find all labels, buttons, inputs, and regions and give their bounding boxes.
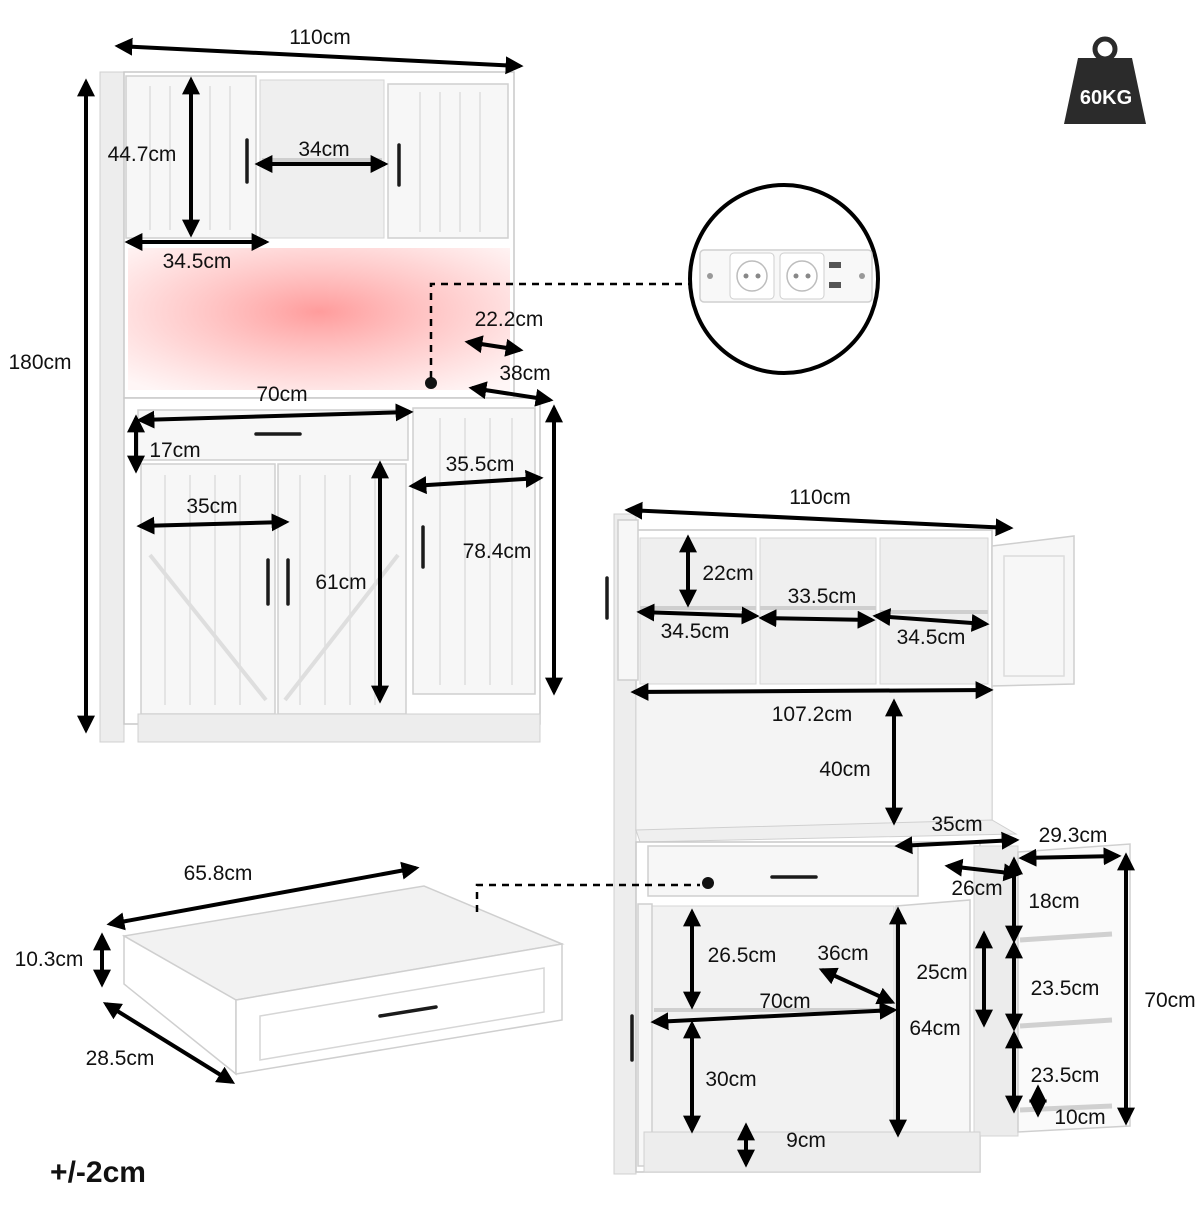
led-glow-area <box>128 248 510 390</box>
side-inner-depth-label: 26cm <box>951 877 1002 900</box>
tolerance-note: +/-2cm <box>50 1156 146 1189</box>
drawer-handle <box>378 1005 438 1018</box>
side-top-shelf-label: 18cm <box>1028 890 1079 913</box>
side-cabinet-height-label: 78.4cm <box>463 540 532 563</box>
socket-1 <box>729 252 775 300</box>
drawer-width-label: 65.8cm <box>184 862 253 885</box>
lower-inner-height-label: 64cm <box>909 1017 960 1040</box>
socket-leader-line <box>429 282 690 378</box>
front-cabinet <box>99 71 541 743</box>
lower-door-width-label: 35cm <box>186 495 237 518</box>
left-shelf-width-label: 34.5cm <box>661 620 730 643</box>
side-middle-height-label: 25cm <box>916 961 967 984</box>
upper-door-height-label: 44.7cm <box>108 143 177 166</box>
front-width-label: 110cm <box>289 26 350 49</box>
socket-offset-label: 22.2cm <box>475 308 544 331</box>
lower-left-door <box>140 463 276 715</box>
door-rack-upper-label: 23.5cm <box>1031 977 1100 1000</box>
hutch-opening-height-label: 40cm <box>819 758 870 781</box>
socket-2 <box>779 252 825 300</box>
open-upper-right-door <box>991 535 1075 687</box>
base-height-label: 9cm <box>786 1129 826 1152</box>
dimension-arrows <box>77 37 1135 1168</box>
open-shelf-width-label: 34cm <box>298 138 349 161</box>
usb-port-2 <box>829 282 841 288</box>
lower-bottom-height-label: 30cm <box>705 1068 756 1091</box>
front-height-label: 180cm <box>8 351 71 374</box>
counter-width-label: 70cm <box>256 383 307 406</box>
side-tall-door <box>412 407 536 695</box>
drawer-height-label: 17cm <box>149 439 200 462</box>
lower-inner-width-label: 70cm <box>759 990 810 1013</box>
drawer-socket-leader <box>475 883 700 912</box>
upper-shelf-height-label: 22cm <box>702 562 753 585</box>
side-door-width-label-open: 29.3cm <box>1039 824 1108 847</box>
right-shelf-width-label: 34.5cm <box>897 626 966 649</box>
open-plinth <box>643 1131 981 1173</box>
counter-depth-label: 35cm <box>931 813 982 836</box>
hutch-open-area <box>635 689 993 831</box>
drawer-depth-label: 28.5cm <box>86 1047 155 1070</box>
open-drawer <box>647 845 919 897</box>
lower-door-height-label: 61cm <box>315 571 366 594</box>
cubby-middle <box>759 537 877 685</box>
rack-bottom-gap-label: 10cm <box>1054 1106 1105 1129</box>
upper-door-width-label: 34.5cm <box>163 250 232 273</box>
hutch-inner-width-label: 107.2cm <box>772 703 853 726</box>
open-cabinet <box>605 513 1131 1175</box>
open-lower-left-door <box>637 903 653 1167</box>
drawer-front <box>235 943 563 1075</box>
dimension-labels: 110cm 180cm 44.7cm 34cm 34.5cm 22.2cm 38… <box>8 26 1195 1189</box>
side-door-width-label: 35.5cm <box>446 453 515 476</box>
lower-shelf-depth-label: 36cm <box>817 942 868 965</box>
lower-upper-height-label: 26.5cm <box>708 944 777 967</box>
drawer-height-label: 10.3cm <box>15 948 84 971</box>
upper-right-door <box>387 83 509 239</box>
weight-badge: 60KG <box>1064 36 1146 124</box>
weight-icon <box>1064 58 1146 124</box>
side-door-height-label: 70cm <box>1144 989 1195 1012</box>
open-width-label: 110cm <box>789 486 850 509</box>
socket-marker <box>425 377 437 389</box>
front-cabinet-side <box>99 71 125 743</box>
open-upper-left-door <box>617 519 639 681</box>
weight-label: 60KG <box>1080 87 1132 109</box>
middle-shelf-width-label: 33.5cm <box>788 585 857 608</box>
socket-callout <box>429 183 880 378</box>
door-rack-lower-label: 23.5cm <box>1031 1064 1100 1087</box>
drawer-socket-marker <box>702 877 714 889</box>
depth-label: 38cm <box>499 362 550 385</box>
drawer-illustration <box>121 885 565 1076</box>
front-plinth <box>137 713 541 743</box>
usb-port-1 <box>829 262 841 268</box>
